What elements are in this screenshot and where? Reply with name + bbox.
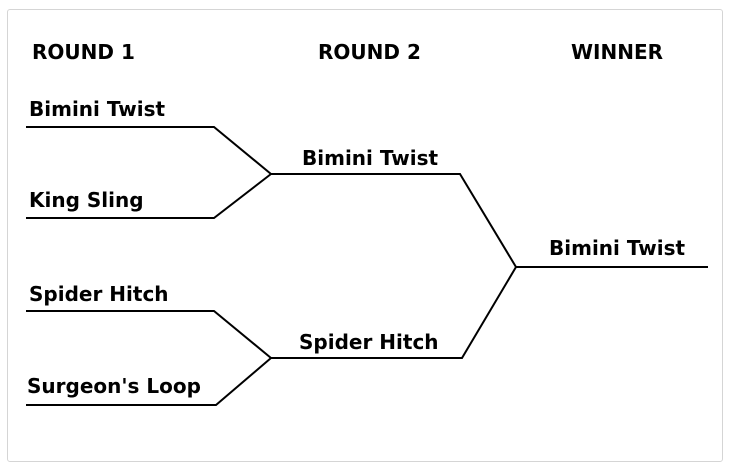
winner-entry-bimini-twist: Bimini Twist (549, 236, 686, 260)
bracket-frame-border (7, 9, 723, 462)
match2-bottom-connector (26, 357, 272, 406)
round1-entry-bimini-twist: Bimini Twist (29, 97, 166, 121)
match2-top-connector (26, 310, 272, 359)
round2-entry-spider-hitch: Spider Hitch (299, 330, 439, 354)
match1-top-connector (26, 126, 272, 175)
round1-entry-king-sling: King Sling (29, 188, 144, 212)
semifinal-top-connector (271, 173, 517, 268)
match1-bottom-connector (26, 173, 272, 219)
round1-header: ROUND 1 (32, 40, 135, 64)
winner-header: WINNER (571, 40, 664, 64)
round2-header: ROUND 2 (318, 40, 421, 64)
round1-entry-surgeons-loop: Surgeon's Loop (27, 374, 201, 398)
round2-entry-bimini-twist: Bimini Twist (302, 146, 439, 170)
semifinal-bottom-connector (271, 266, 517, 359)
round1-entry-spider-hitch: Spider Hitch (29, 282, 169, 306)
